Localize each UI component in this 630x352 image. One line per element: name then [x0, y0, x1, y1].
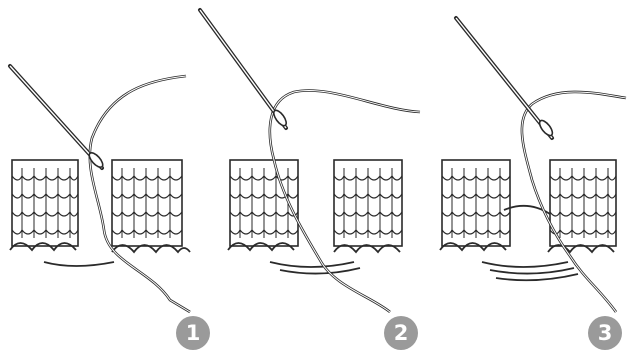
tapestry-needle-icon: [200, 10, 289, 128]
step-number: 2: [394, 321, 409, 345]
right-knit-fabric: [334, 160, 402, 246]
left-knit-fabric: [442, 160, 510, 246]
step-number: 3: [598, 321, 613, 345]
step-3-drawing: [420, 0, 630, 352]
left-knit-fabric: [12, 160, 78, 246]
step-number-badge: 3: [588, 316, 622, 350]
step-1-panel: 1: [0, 0, 210, 352]
tapestry-needle-icon: [456, 18, 555, 138]
right-knit-fabric: [550, 160, 616, 246]
step-number: 1: [186, 321, 201, 345]
step-3-panel: 3: [420, 0, 630, 352]
step-2-panel: 2: [210, 0, 420, 352]
step-number-badge: 1: [176, 316, 210, 350]
step-2-drawing: [210, 0, 420, 352]
step-number-badge: 2: [384, 316, 418, 350]
tapestry-needle-icon: [10, 66, 105, 169]
right-knit-fabric: [112, 160, 182, 246]
step-1-drawing: [0, 0, 210, 352]
